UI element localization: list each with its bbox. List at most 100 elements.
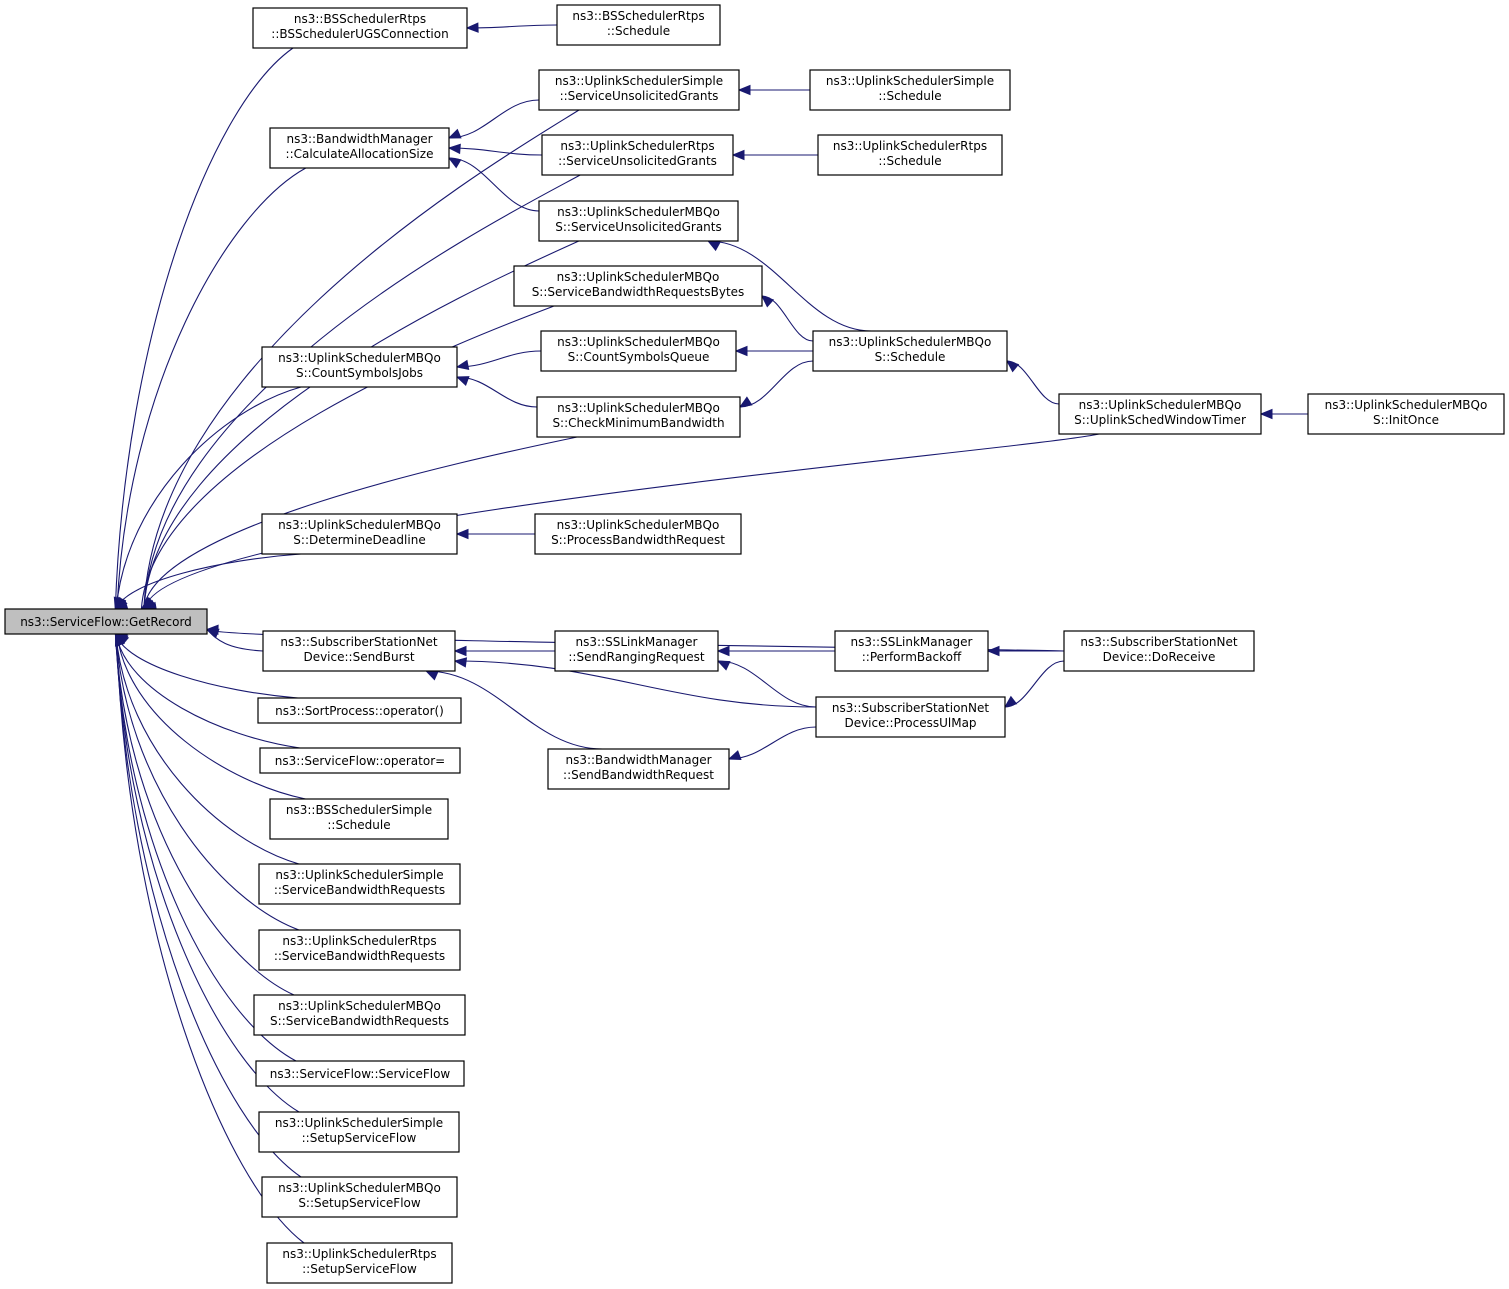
node-label: ns3::SortProcess::operator() [275, 704, 444, 718]
arrowhead-icon [455, 528, 469, 540]
graph-node-root[interactable]: ns3::ServiceFlow::GetRecord [4, 608, 208, 635]
graph-node-usr-ssf[interactable]: ns3::UplinkSchedulerRtps::SetupServiceFl… [266, 1242, 453, 1284]
graph-node-usm-sbrb[interactable]: ns3::UplinkSchedulerMBQoS::ServiceBandwi… [513, 265, 763, 307]
graph-node-usm-cmb[interactable]: ns3::UplinkSchedulerMBQoS::CheckMinimumB… [536, 396, 741, 438]
node-box [817, 134, 1003, 176]
node-label: ::SetupServiceFlow [302, 1262, 417, 1276]
graph-node-sslm-pb[interactable]: ns3::SSLinkManager::PerformBackoff [834, 630, 989, 672]
node-label: ns3::BSSchedulerRtps [572, 9, 704, 23]
node-box [261, 346, 458, 388]
node-label: S::CheckMinimumBandwidth [552, 416, 724, 430]
node-label: Device::SendBurst [303, 650, 414, 664]
node-box [538, 69, 740, 111]
node-box [534, 513, 742, 555]
arrowhead-icon [737, 84, 751, 96]
node-label: S::ServiceBandwidthRequests [270, 1014, 449, 1028]
call-edge [143, 109, 580, 610]
arrowhead-icon [727, 750, 742, 760]
graph-node-ssnd-pum[interactable]: ns3::SubscriberStationNetDevice::Process… [815, 696, 1006, 738]
graph-node-usm-ssf[interactable]: ns3::UplinkSchedulerMBQoS::SetupServiceF… [261, 1176, 458, 1218]
call-edge [115, 633, 299, 699]
call-edge [114, 633, 295, 996]
node-label: ::Schedule [607, 24, 670, 38]
graph-node-ssnd-sb[interactable]: ns3::SubscriberStationNetDevice::SendBur… [262, 630, 456, 672]
node-box [547, 748, 730, 790]
node-label: ns3::ServiceFlow::ServiceFlow [270, 1067, 451, 1081]
call-edge [115, 633, 300, 931]
node-box [259, 747, 461, 774]
graph-node-sslm-srr[interactable]: ns3::SSLinkManager::SendRangingRequest [554, 630, 719, 672]
node-label: ns3::UplinkSchedulerMBQo [557, 335, 720, 349]
node-box [536, 396, 741, 438]
node-box [252, 7, 468, 49]
arrowhead-icon [738, 396, 753, 408]
arrowhead-icon [455, 359, 470, 371]
graph-node-bsrtps-ugs[interactable]: ns3::BSSchedulerRtps::BSSchedulerUGSConn… [252, 7, 468, 49]
call-edge [115, 633, 297, 1062]
arrowhead-icon [424, 670, 439, 681]
graph-node-usm-csj[interactable]: ns3::UplinkSchedulerMBQoS::CountSymbolsJ… [261, 346, 458, 388]
node-label: ns3::UplinkSchedulerMBQo [557, 518, 720, 532]
node-label: ::Schedule [878, 89, 941, 103]
node-label: ns3::SubscriberStationNet [832, 701, 989, 715]
arrowhead-icon [1005, 360, 1020, 373]
arrowhead-icon [465, 22, 479, 33]
graph-node-uss-ssf[interactable]: ns3::UplinkSchedulerSimple::SetupService… [258, 1111, 460, 1153]
node-label: S::ServiceUnsolicitedGrants [555, 220, 722, 234]
node-label: S::UplinkSchedWindowTimer [1074, 413, 1246, 427]
node-box [513, 265, 763, 307]
node-box [809, 69, 1011, 111]
graph-node-sf-ctor[interactable]: ns3::ServiceFlow::ServiceFlow [255, 1060, 465, 1087]
graph-node-usr-sched[interactable]: ns3::UplinkSchedulerRtps::Schedule [817, 134, 1003, 176]
graph-node-uss-sug[interactable]: ns3::UplinkSchedulerSimple::ServiceUnsol… [538, 69, 740, 111]
graph-node-bwm-sbr[interactable]: ns3::BandwidthManager::SendBandwidthRequ… [547, 748, 730, 790]
graph-node-bwm-calc[interactable]: ns3::BandwidthManager::CalculateAllocati… [269, 127, 450, 169]
node-label: ns3::UplinkSchedulerRtps [833, 139, 987, 153]
node-label: ns3::BSSchedulerSimple [286, 803, 432, 817]
arrowhead-icon [716, 660, 731, 671]
call-edge [717, 660, 817, 708]
graph-node-uss-sbr[interactable]: ns3::UplinkSchedulerSimple::ServiceBandw… [258, 863, 461, 905]
graph-node-usm-csq[interactable]: ns3::UplinkSchedulerMBQoS::CountSymbolsQ… [540, 330, 737, 372]
node-box [261, 513, 458, 555]
node-label: ns3::UplinkSchedulerMBQo [557, 401, 720, 415]
graph-node-bsrtps-sched[interactable]: ns3::BSSchedulerRtps::Schedule [556, 4, 721, 46]
graph-node-usm-sbr[interactable]: ns3::UplinkSchedulerMBQoS::ServiceBandwi… [253, 994, 466, 1036]
graph-node-uss-sched[interactable]: ns3::UplinkSchedulerSimple::Schedule [809, 69, 1011, 111]
graph-node-ssnd-dr[interactable]: ns3::SubscriberStationNetDevice::DoRecei… [1063, 630, 1255, 672]
graph-node-usr-sug[interactable]: ns3::UplinkSchedulerRtps::ServiceUnsolic… [541, 134, 734, 176]
call-edge [454, 660, 817, 708]
arrowhead-icon [716, 645, 730, 657]
arrowhead-icon [706, 240, 721, 252]
graph-node-usm-sug[interactable]: ns3::UplinkSchedulerMBQoS::ServiceUnsoli… [538, 200, 739, 242]
call-edge [115, 553, 302, 610]
graph-node-usr-sbr[interactable]: ns3::UplinkSchedulerRtps::ServiceBandwid… [258, 929, 461, 971]
call-edge [1006, 360, 1060, 405]
call-edge [115, 386, 302, 610]
graph-node-bss-sched[interactable]: ns3::BSSchedulerSimple::Schedule [269, 798, 449, 840]
node-box [269, 798, 449, 840]
arrowhead-icon [115, 632, 126, 647]
graph-node-sf-op[interactable]: ns3::ServiceFlow::operator= [259, 747, 461, 774]
arrowhead-icon [455, 376, 470, 386]
node-label: S::CountSymbolsJobs [296, 366, 423, 380]
node-label: S::ProcessBandwidthRequest [551, 533, 725, 547]
node-label: ::Schedule [878, 154, 941, 168]
node-box [255, 1060, 465, 1087]
call-edge [761, 295, 814, 342]
node-label: ns3::ServiceFlow::GetRecord [20, 615, 192, 629]
graph-node-usm-uswt[interactable]: ns3::UplinkSchedulerMBQoS::UplinkSchedWi… [1058, 393, 1262, 435]
graph-node-usm-dd[interactable]: ns3::UplinkSchedulerMBQoS::DetermineDead… [261, 513, 458, 555]
call-edge [739, 360, 814, 408]
call-edge [116, 167, 307, 610]
graph-node-sp-op[interactable]: ns3::SortProcess::operator() [257, 697, 462, 724]
node-label: ns3::BSSchedulerRtps [294, 12, 426, 26]
node-label: ::CalculateAllocationSize [286, 147, 434, 161]
graph-node-usm-pbr[interactable]: ns3::UplinkSchedulerMBQoS::ProcessBandwi… [534, 513, 742, 555]
call-edge [114, 47, 294, 610]
arrowhead-icon [731, 149, 745, 161]
node-label: ns3::UplinkSchedulerRtps [282, 934, 436, 948]
call-edge [456, 350, 542, 368]
